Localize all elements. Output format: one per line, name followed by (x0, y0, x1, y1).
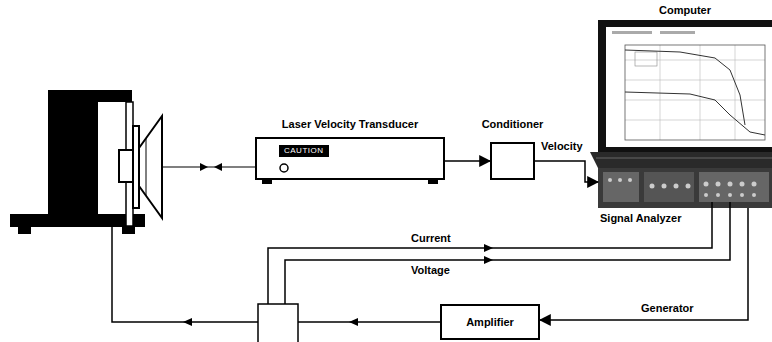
sense-box (258, 304, 298, 342)
device-box: Laser Velocity TransducerCAUTION (255, 137, 445, 180)
device-label: Signal Analyzer (600, 212, 682, 225)
device-box: Conditioner (490, 142, 535, 180)
analyzer-rack (598, 168, 772, 208)
voltage-arrow (484, 256, 493, 264)
signal-connector (445, 160, 490, 162)
voltage-wire (285, 202, 730, 304)
device-label: Amplifier (466, 316, 514, 329)
signal-connector (540, 208, 748, 320)
device-label: Laser Velocity Transducer (282, 118, 418, 131)
signal-connector (535, 161, 598, 182)
device-box: Amplifier (440, 304, 540, 340)
warning-label: CAUTION (279, 145, 329, 157)
device-label: Computer (659, 4, 711, 17)
current-wire (268, 202, 712, 304)
device-label: Conditioner (482, 118, 544, 131)
laptop (590, 20, 772, 168)
current-arrow (484, 244, 493, 252)
device-region: Computer (598, 20, 772, 168)
signal-name: Generator (640, 302, 695, 315)
amp-wire (298, 321, 440, 323)
speaker-arrow (183, 318, 192, 326)
device-region: Signal Analyzer (598, 168, 772, 208)
signal-name: Velocity (540, 140, 584, 153)
laser-beam (162, 163, 255, 171)
speaker-wire (112, 227, 258, 322)
signal-name: Voltage (410, 264, 451, 277)
transducer-details (262, 164, 438, 184)
signal-name: Current (410, 232, 452, 245)
speaker-stand (10, 90, 145, 234)
loudspeaker (119, 116, 162, 218)
amp-arrow (349, 318, 358, 326)
